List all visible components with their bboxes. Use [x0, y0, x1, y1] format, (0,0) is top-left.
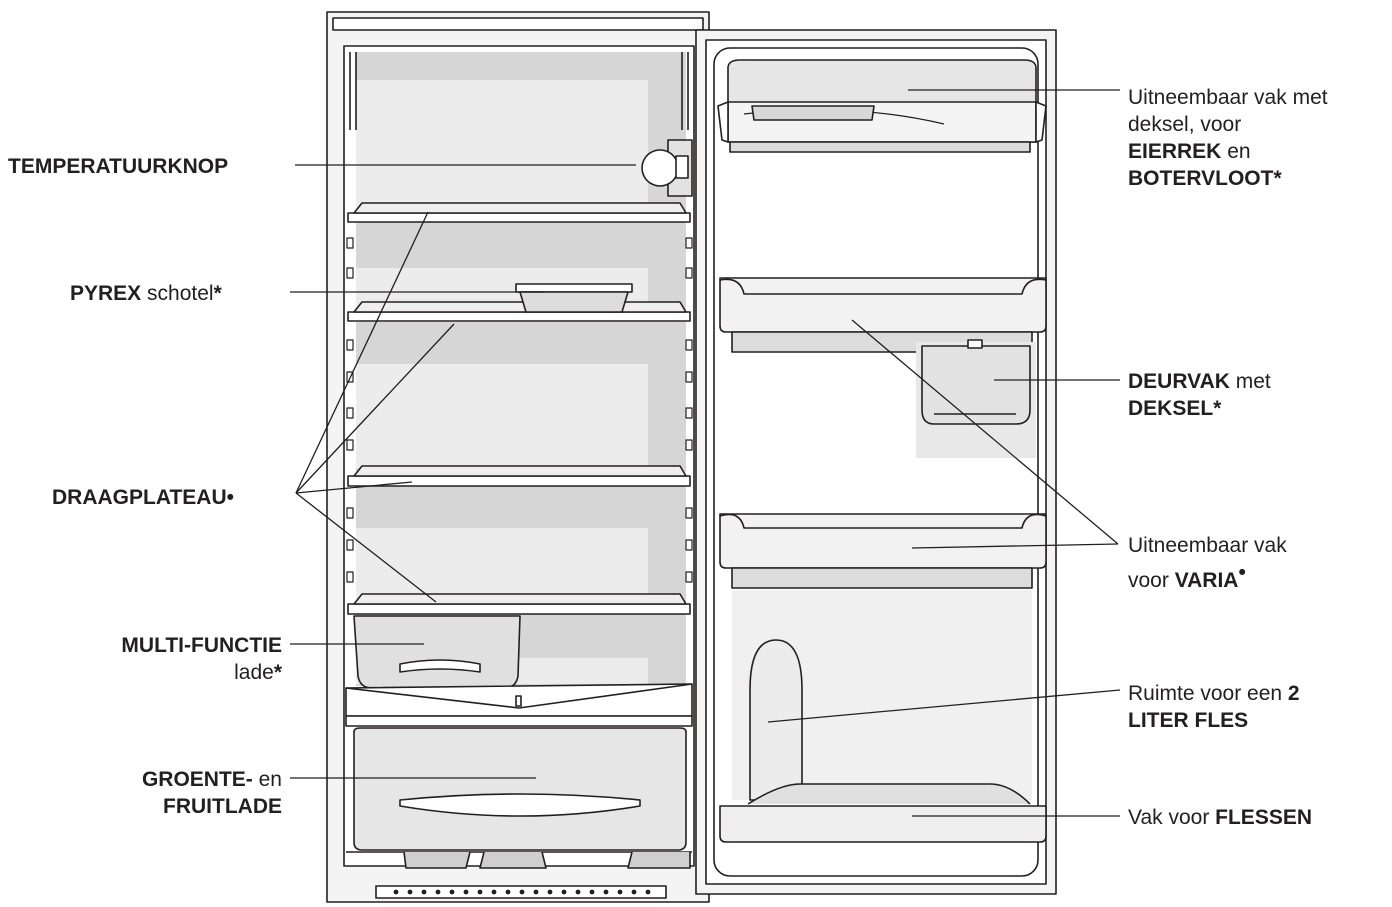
fridge-door [695, 29, 1057, 895]
label-eierrek-line1: Uitneembaar vak met [1128, 86, 1328, 109]
leader-fles [767, 689, 1121, 723]
label-varia-line2-bold: VARIA [1174, 569, 1239, 592]
label-varia-line2-normal: voor [1128, 569, 1175, 592]
label-groentelade: GROENTE- en FRUITLADE [142, 766, 282, 820]
label-literfles: Ruimte voor een 2 LITER FLES [1128, 680, 1300, 734]
label-flessen-bold: FLESSEN [1215, 806, 1313, 829]
label-draagplateau-bold: DRAAGPLATEAU [52, 486, 227, 509]
label-deurvak-line1-normal: met [1229, 370, 1271, 393]
label-eierrek-line4: BOTERVLOOT* [1128, 167, 1282, 190]
label-groentelade-line1-bold: GROENTE- [141, 768, 253, 791]
label-draagplateau: DRAAGPLATEAU• [52, 484, 234, 511]
label-multifunctie: MULTI-FUNCTIE lade* [121, 632, 282, 686]
label-deurvak: DEURVAK met DEKSEL* [1128, 368, 1271, 422]
label-pyrex-bold: PYREX [70, 282, 142, 305]
label-multifunctie-line1: MULTI-FUNCTIE [121, 634, 282, 657]
fridge-cabinet [326, 11, 710, 903]
label-varia-line1: Uitneembaar vak [1128, 534, 1287, 557]
label-literfles-line2: LITER FLES [1128, 709, 1249, 732]
label-multifunctie-line2: lade [234, 661, 274, 684]
leader-varia [851, 319, 1119, 549]
label-temperatuurknop: TEMPERATUURKNOP [8, 153, 228, 180]
label-pyrex: PYREX schotel* [70, 280, 222, 307]
leader-draag [295, 211, 455, 603]
label-deurvak-line1-bold: DEURVAK [1128, 370, 1230, 393]
label-pyrex-normal: schotel [141, 282, 214, 305]
label-literfles-line1-bold: 2 [1287, 682, 1300, 705]
label-deurvak-line2: DEKSEL* [1128, 397, 1222, 420]
label-draagplateau-dot: • [226, 486, 234, 509]
label-groentelade-line1-normal: en [252, 768, 282, 791]
label-varia: Uitneembaar vak voor VARIA• [1128, 532, 1287, 594]
label-flessen: Vak voor FLESSEN [1128, 804, 1312, 831]
label-varia-dot: • [1238, 561, 1246, 584]
label-pyrex-star: * [213, 282, 222, 305]
label-flessen-normal: Vak voor [1128, 806, 1216, 829]
label-multifunctie-star: * [273, 661, 282, 684]
label-temperatuurknop-text: TEMPERATUURKNOP [8, 155, 229, 178]
label-eierrek-line3-normal: en [1221, 140, 1251, 163]
label-groentelade-line2: FRUITLADE [163, 795, 282, 818]
label-literfles-line1-normal: Ruimte voor een [1128, 682, 1288, 705]
label-eierrek-line2: deksel, voor [1128, 113, 1242, 136]
label-eierrek: Uitneembaar vak met deksel, voor EIERREK… [1128, 84, 1328, 192]
label-eierrek-line3-bold: EIERREK [1128, 140, 1222, 163]
